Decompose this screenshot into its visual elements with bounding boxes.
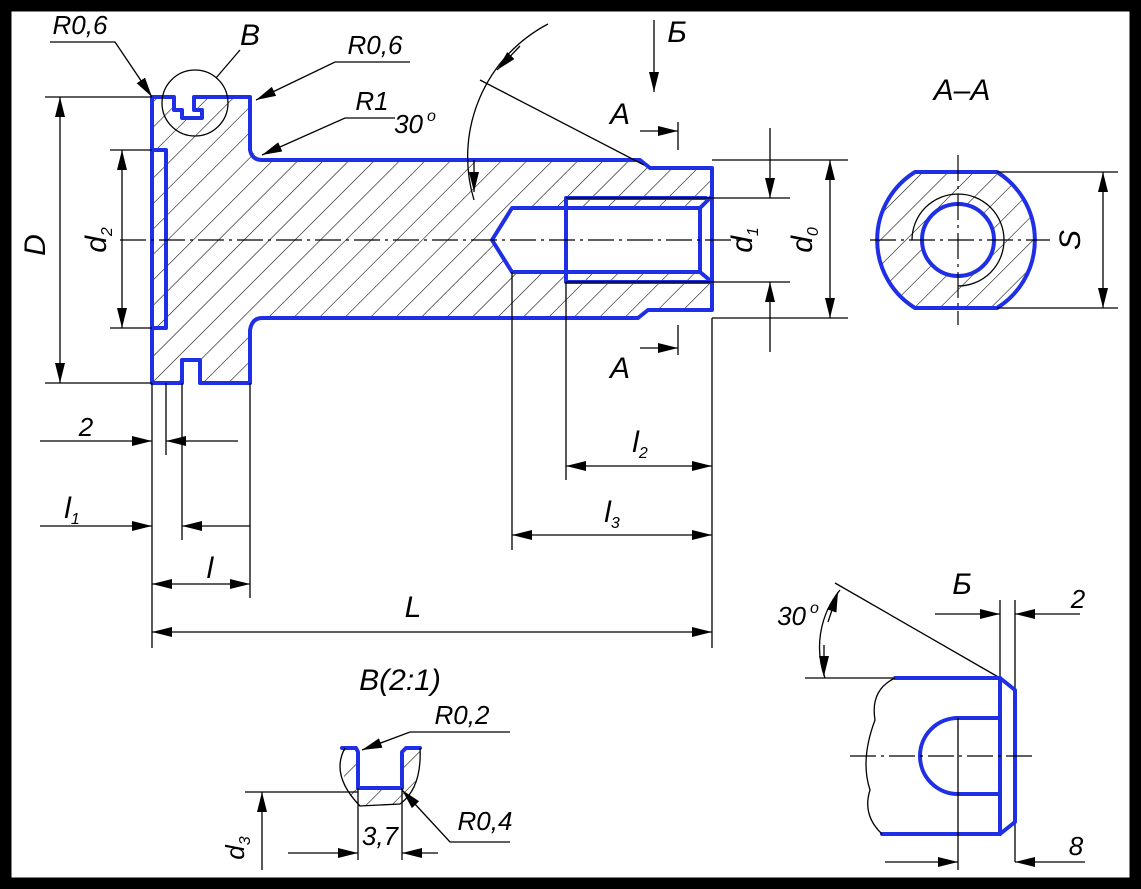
leader-r02 [361, 731, 510, 751]
dim-label-l3: l3 [604, 496, 620, 532]
radius-label-mid: R0,6 [348, 30, 403, 60]
detail-radius-b: R0,4 [458, 806, 513, 836]
detail-width-label: 3,7 [362, 821, 400, 851]
detail-title: В(2:1) [359, 664, 441, 697]
detail-callout-label: В [240, 19, 260, 52]
leader-r1 [261, 117, 395, 156]
view-b-dim-top: 2 [1070, 584, 1086, 614]
view-b-dim-bottom: 8 [1069, 831, 1084, 861]
part-outline [150, 95, 714, 385]
dim-label-d1: d1 [726, 227, 762, 253]
section-a-a: А–А S [870, 74, 1118, 325]
dim-label-d3: d3 [220, 836, 254, 859]
detail-circle-B [161, 69, 229, 137]
dim-label-2: 2 [78, 412, 94, 442]
view-b-label: Б [952, 568, 972, 601]
view-arrow-label: Б [667, 16, 687, 49]
leader-r04 [401, 789, 510, 843]
dim-label-l2: l2 [632, 426, 648, 462]
flange-recess [150, 148, 168, 330]
detail-view-b: В(2:1) d3 3,7 R0,2 R0,4 [220, 664, 512, 870]
angle-arc-30 [467, 23, 549, 201]
dim-label-d0: d0 [786, 227, 822, 253]
thread-arc [911, 193, 1005, 287]
main-dimensions: D d2 d1 d0 2 l1 l [19, 96, 848, 648]
leader-r06-left [50, 41, 153, 98]
dim-label-l1: l1 [64, 492, 80, 528]
section-title: А–А [932, 74, 991, 107]
radius-label-fillet: R1 [355, 86, 388, 116]
view-b-break-line [865, 677, 896, 835]
dim-label-D: D [19, 234, 52, 256]
radius-label-left: R0,6 [53, 10, 108, 40]
detail-groove-outline [340, 746, 422, 790]
dim-label-d2: d2 [80, 227, 116, 253]
section-mark-bottom: А [608, 352, 630, 385]
section-mark-top: А [608, 98, 630, 131]
dim-label-S: S [1054, 230, 1087, 250]
bore-cavity [492, 196, 712, 282]
dim-label-l: l [207, 552, 215, 585]
dim-label-L: L [405, 591, 422, 624]
leader-r06-mid [255, 61, 410, 101]
detail-radius-a: R0,2 [435, 700, 490, 730]
